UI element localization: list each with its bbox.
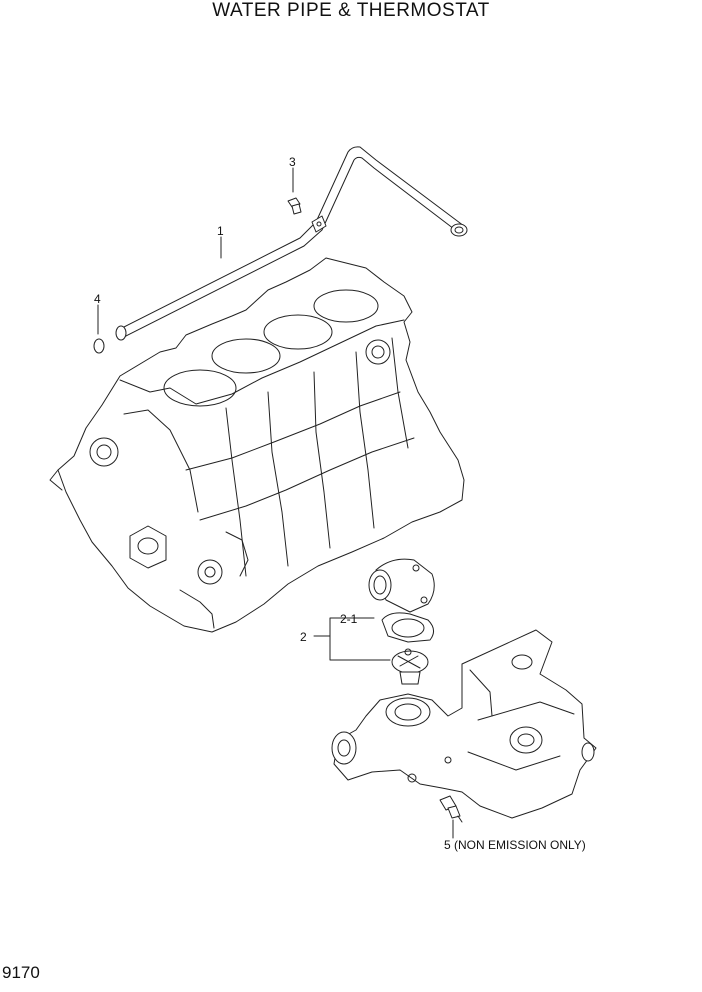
thermostat-valve-part[interactable] <box>391 648 429 685</box>
gasket-part[interactable] <box>381 612 434 643</box>
callout-3: 3 <box>289 155 296 169</box>
callout-4: 4 <box>94 292 101 306</box>
callout-2-1: 2-1 <box>340 612 358 626</box>
page-title: WATER PIPE & THERMOSTAT <box>212 0 490 21</box>
leader-lines <box>97 167 454 839</box>
engine-block <box>49 257 465 633</box>
callout-5: 5 (NON EMISSION ONLY) <box>444 838 586 852</box>
thermostat-cover-part[interactable] <box>368 558 435 613</box>
o-ring-part[interactable] <box>93 338 105 354</box>
bolt-part[interactable] <box>287 197 302 215</box>
page-number: 9170 <box>2 963 40 982</box>
thermostat-housing-assembly <box>331 629 597 819</box>
callout-2: 2 <box>300 630 307 644</box>
temperature-sensor-part[interactable] <box>439 795 463 823</box>
water-pipe-part[interactable] <box>115 146 468 341</box>
callout-1: 1 <box>217 224 224 238</box>
